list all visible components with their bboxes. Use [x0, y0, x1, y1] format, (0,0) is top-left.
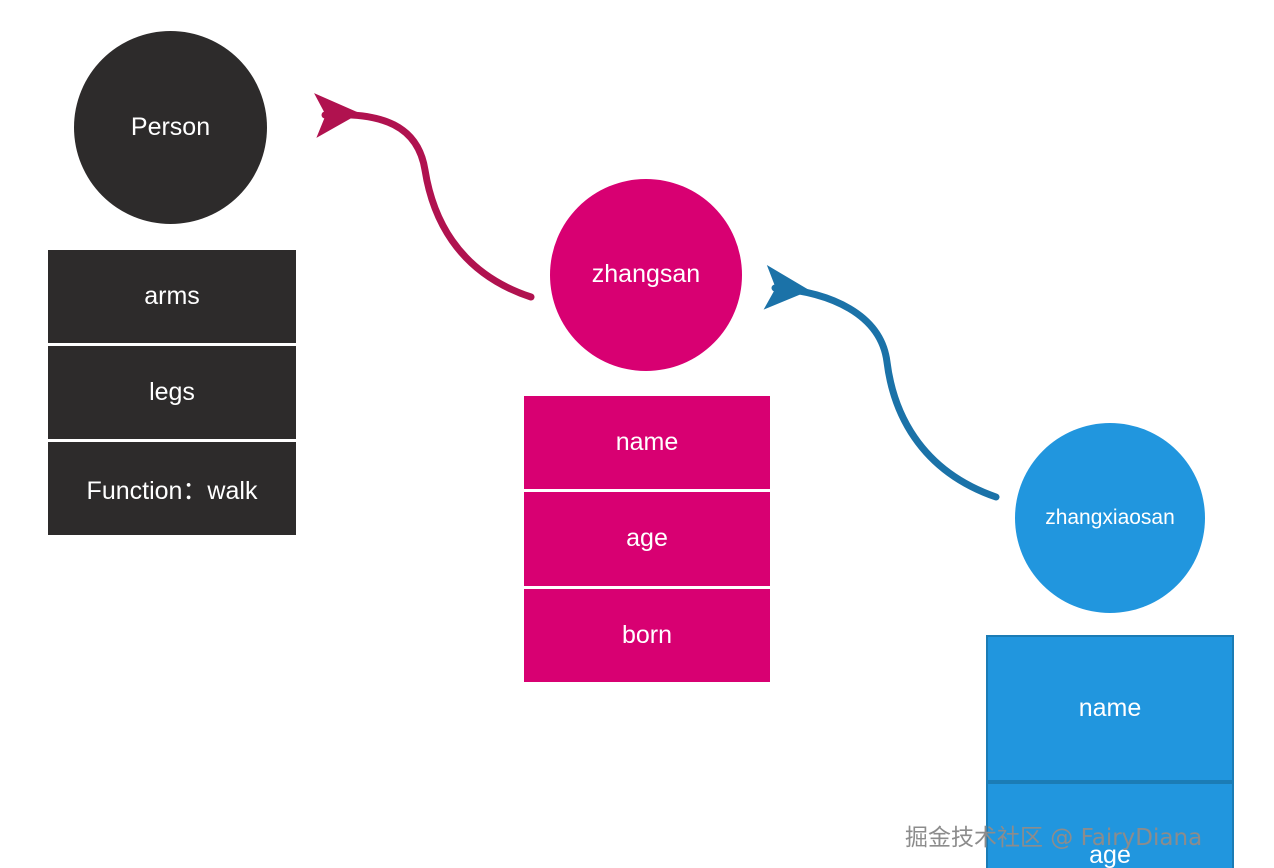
property-label-name: name [615, 428, 679, 457]
property-row-born[interactable]: born [524, 588, 770, 682]
property-table-zhangxiaosan: name age [986, 635, 1234, 868]
property-row-age-blue[interactable]: age [986, 782, 1234, 868]
property-label-function-walk: Function：walk [86, 476, 258, 505]
property-table-zhangsan: name age born [524, 396, 770, 682]
property-row-name[interactable]: name [524, 396, 770, 490]
property-label-name-blue: name [1078, 694, 1142, 722]
property-label-arms: arms [144, 282, 200, 310]
property-row-legs[interactable]: legs [48, 346, 296, 439]
node-circle-zhangxiaosan[interactable]: zhangxiaosan [1015, 423, 1205, 613]
node-circle-person[interactable]: Person [74, 31, 267, 224]
node-circle-zhangsan[interactable]: zhangsan [550, 179, 742, 371]
node-label-zhangsan: zhangsan [591, 260, 701, 289]
arrow-zhangxiaosan-to-zhangsan [763, 264, 1000, 501]
property-label-age: age [626, 524, 668, 553]
property-label-born: born [621, 620, 673, 649]
property-label-legs: legs [149, 378, 195, 406]
property-row-name-blue[interactable]: name [986, 635, 1234, 782]
property-row-age[interactable]: age [524, 492, 770, 586]
watermark-text: 掘金技术社区 @ FairyDiana [905, 825, 1203, 851]
node-label-zhangxiaosan: zhangxiaosan [1045, 506, 1175, 530]
arrow-zhangsan-to-person [314, 93, 535, 301]
property-row-function-walk[interactable]: Function：walk [48, 442, 296, 535]
property-row-arms[interactable]: arms [48, 250, 296, 343]
property-label-age-blue: age [1089, 841, 1131, 868]
node-label-person: Person [130, 112, 211, 141]
property-table-person: arms legs Function：walk [48, 250, 296, 535]
